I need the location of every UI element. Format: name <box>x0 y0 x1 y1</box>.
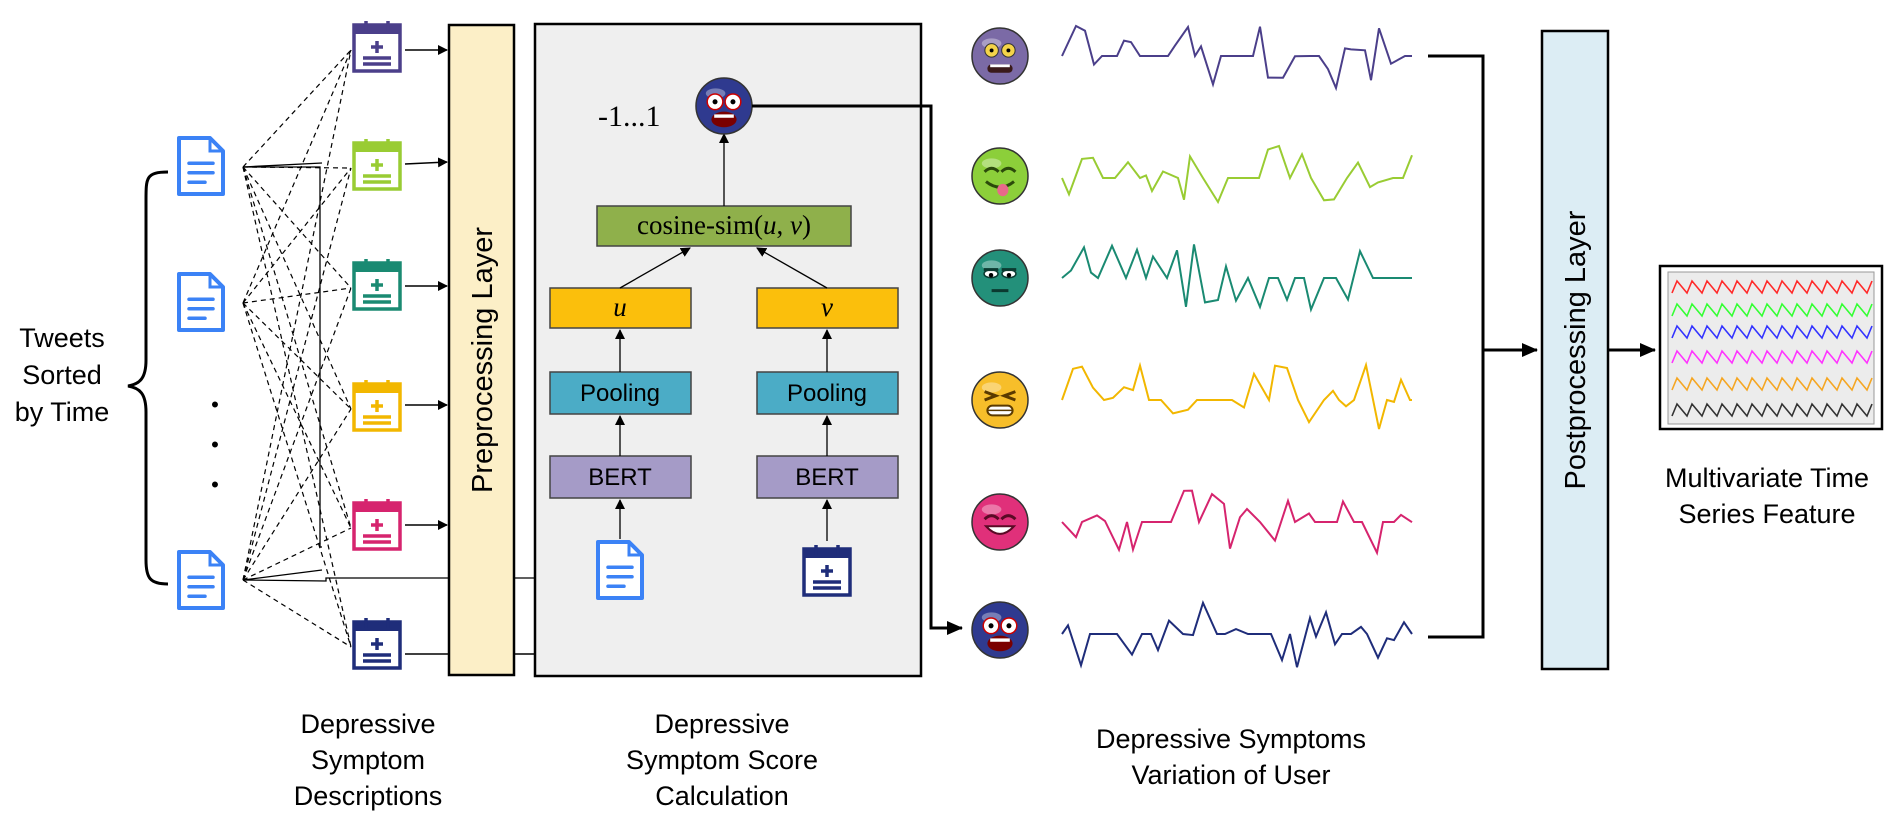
score-label-line2: Symptom Score <box>626 745 818 775</box>
emoji-face-icon <box>971 493 1029 551</box>
calendar-plus-icon <box>352 21 402 73</box>
calendar-plus-icon <box>352 139 402 191</box>
tweets-label-line2: Sorted <box>22 360 102 390</box>
calendar-plus-icon <box>352 259 402 311</box>
tweet-document-icon <box>177 272 225 332</box>
feature-label-line1: Multivariate Time <box>1665 463 1869 493</box>
pooling-left-label: Pooling <box>580 380 660 407</box>
symptom-time-series <box>1061 24 1412 92</box>
emoji-face-icon <box>695 77 753 135</box>
descriptions-label-line2: Symptom <box>311 745 425 775</box>
emoji-face-icon <box>971 601 1029 659</box>
calendar-plus-icon <box>352 618 402 670</box>
symptom-time-series <box>1061 599 1413 669</box>
symptom-time-series <box>1061 144 1413 205</box>
emoji-face-icon <box>971 371 1029 429</box>
tweet-symptom-links <box>242 49 352 648</box>
tweets-brace <box>127 170 169 586</box>
bert-right-box <box>756 455 899 499</box>
calendar-plus-icon <box>802 545 852 597</box>
feature-chart-plot <box>1667 271 1875 425</box>
tweets-label-line1: Tweets <box>19 323 105 353</box>
tweet-document-icon <box>596 540 644 600</box>
calendar-plus-icon <box>352 499 402 551</box>
symptom-time-series <box>1061 243 1412 313</box>
feature-series-line <box>1671 349 1873 365</box>
variation-label-line2: Variation of User <box>1131 760 1330 790</box>
emoji-face-icon <box>971 147 1029 205</box>
feature-series-line <box>1671 402 1873 418</box>
preprocessing-layer-label: Preprocessing Layer <box>467 227 499 493</box>
feature-series-line <box>1671 324 1873 340</box>
descriptions-label-line1: Depressive <box>300 709 435 739</box>
preprocessing-layer <box>447 23 516 677</box>
feature-series-line <box>1671 302 1873 318</box>
score-label-line1: Depressive <box>654 709 789 739</box>
v-vector-box <box>756 287 899 329</box>
symptom-time-series <box>1061 489 1413 556</box>
ellipsis-dot-2: • <box>211 432 219 457</box>
variation-label-line1: Depressive Symptoms <box>1096 724 1366 754</box>
pooling-right-box <box>756 371 899 415</box>
pooling-left-box <box>549 371 692 415</box>
symptom-time-series <box>1061 361 1412 430</box>
feature-series-line <box>1671 376 1873 392</box>
calendar-plus-icon <box>352 380 402 432</box>
bert-left-label: BERT <box>588 464 652 491</box>
score-label-line3: Calculation <box>655 781 789 811</box>
score-module-arrows <box>615 133 832 541</box>
postprocessing-layer-label: Postprocessing Layer <box>1560 210 1592 489</box>
tweets-label-line3: by Time <box>15 397 110 427</box>
tweet-document-icon <box>177 136 225 196</box>
postprocessing-layer <box>1540 29 1610 671</box>
pooling-right-label: Pooling <box>787 380 867 407</box>
ellipsis-dot-3: • <box>211 472 219 497</box>
feature-label-line2: Series Feature <box>1678 499 1855 529</box>
emoji-face-icon <box>971 27 1029 85</box>
bert-right-label: BERT <box>795 464 859 491</box>
tweet-document-icon <box>177 550 225 610</box>
descriptions-label-line3: Descriptions <box>294 781 443 811</box>
merge-connector <box>1428 54 1538 639</box>
feature-series-line <box>1671 279 1873 295</box>
emoji-face-icon <box>971 249 1029 307</box>
u-vector-label: u <box>613 292 627 322</box>
score-range-label: -1...1 <box>598 100 661 133</box>
bert-left-box <box>549 455 692 499</box>
u-vector-box <box>549 287 692 329</box>
cosine-sim-label: cosine-sim(u, v) <box>637 210 811 240</box>
v-vector-label: v <box>821 292 833 322</box>
score-output-line <box>752 104 963 635</box>
ellipsis-dot-1: • <box>211 392 219 417</box>
